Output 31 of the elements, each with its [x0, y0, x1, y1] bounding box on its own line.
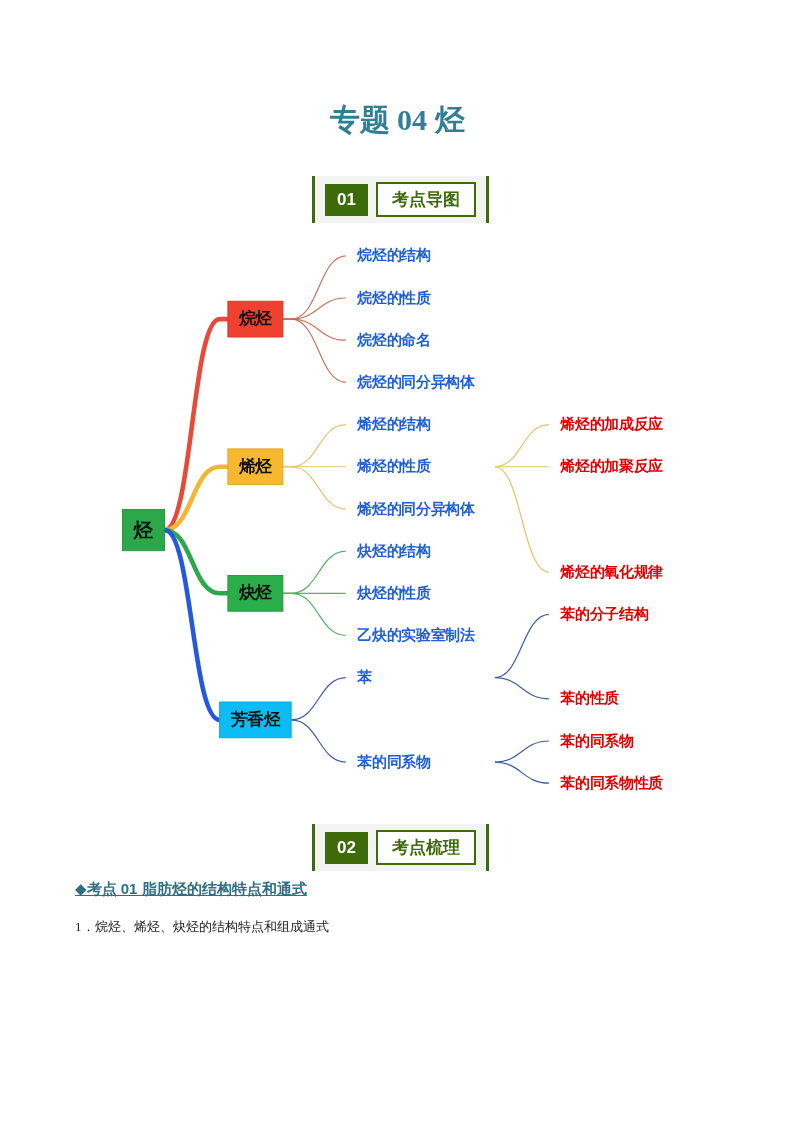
node-box: 烷烃	[227, 300, 284, 338]
node-text: 乙炔的实验室制法	[357, 627, 475, 643]
body-text: 1．烷烃、烯烃、炔烃的结构特点和组成通式	[75, 918, 329, 936]
node-text: 烯烃的氧化规律	[560, 563, 664, 580]
node-box: 芳香烃	[219, 701, 292, 739]
node-text: 烯烃的性质	[357, 458, 431, 475]
section-heading: ◆考点 01 脂肪烃的结构特点和通式	[75, 880, 307, 899]
node-text: 苯的分子结构	[560, 606, 649, 622]
node-text: 烯烃的同分异构体	[357, 500, 475, 517]
section-number: 02	[325, 831, 368, 864]
title: 专题 04 烃	[329, 103, 465, 136]
node-text: 苯	[357, 669, 372, 686]
node-text: 苯的同系物	[357, 753, 431, 770]
node-box: 烯烃	[227, 448, 284, 486]
node-text: 烷烃的性质	[357, 289, 431, 306]
node-box: 炔烃	[227, 575, 284, 612]
node-text: 烷烃的结构	[357, 247, 431, 264]
node-text: 苯的性质	[560, 690, 620, 707]
node-text: 烯烃的结构	[357, 416, 431, 432]
node-text: 烷烃的同分异构体	[357, 374, 475, 390]
node-text: 炔烃的性质	[357, 585, 431, 601]
node-text: 烯烃的加聚反应	[560, 458, 664, 475]
section-title: 考点导图	[375, 182, 476, 217]
section-number: 01	[325, 183, 368, 216]
node-box: 烃	[121, 508, 166, 552]
node-text: 炔烃的结构	[357, 542, 431, 559]
node-text: 苯的同系物	[560, 732, 634, 749]
node-text: 烯烃的加成反应	[560, 416, 664, 432]
node-text: 苯的同系物性质	[560, 774, 664, 791]
node-text: 烷烃的命名	[357, 331, 431, 348]
section-title: 考点梳理	[375, 830, 476, 865]
